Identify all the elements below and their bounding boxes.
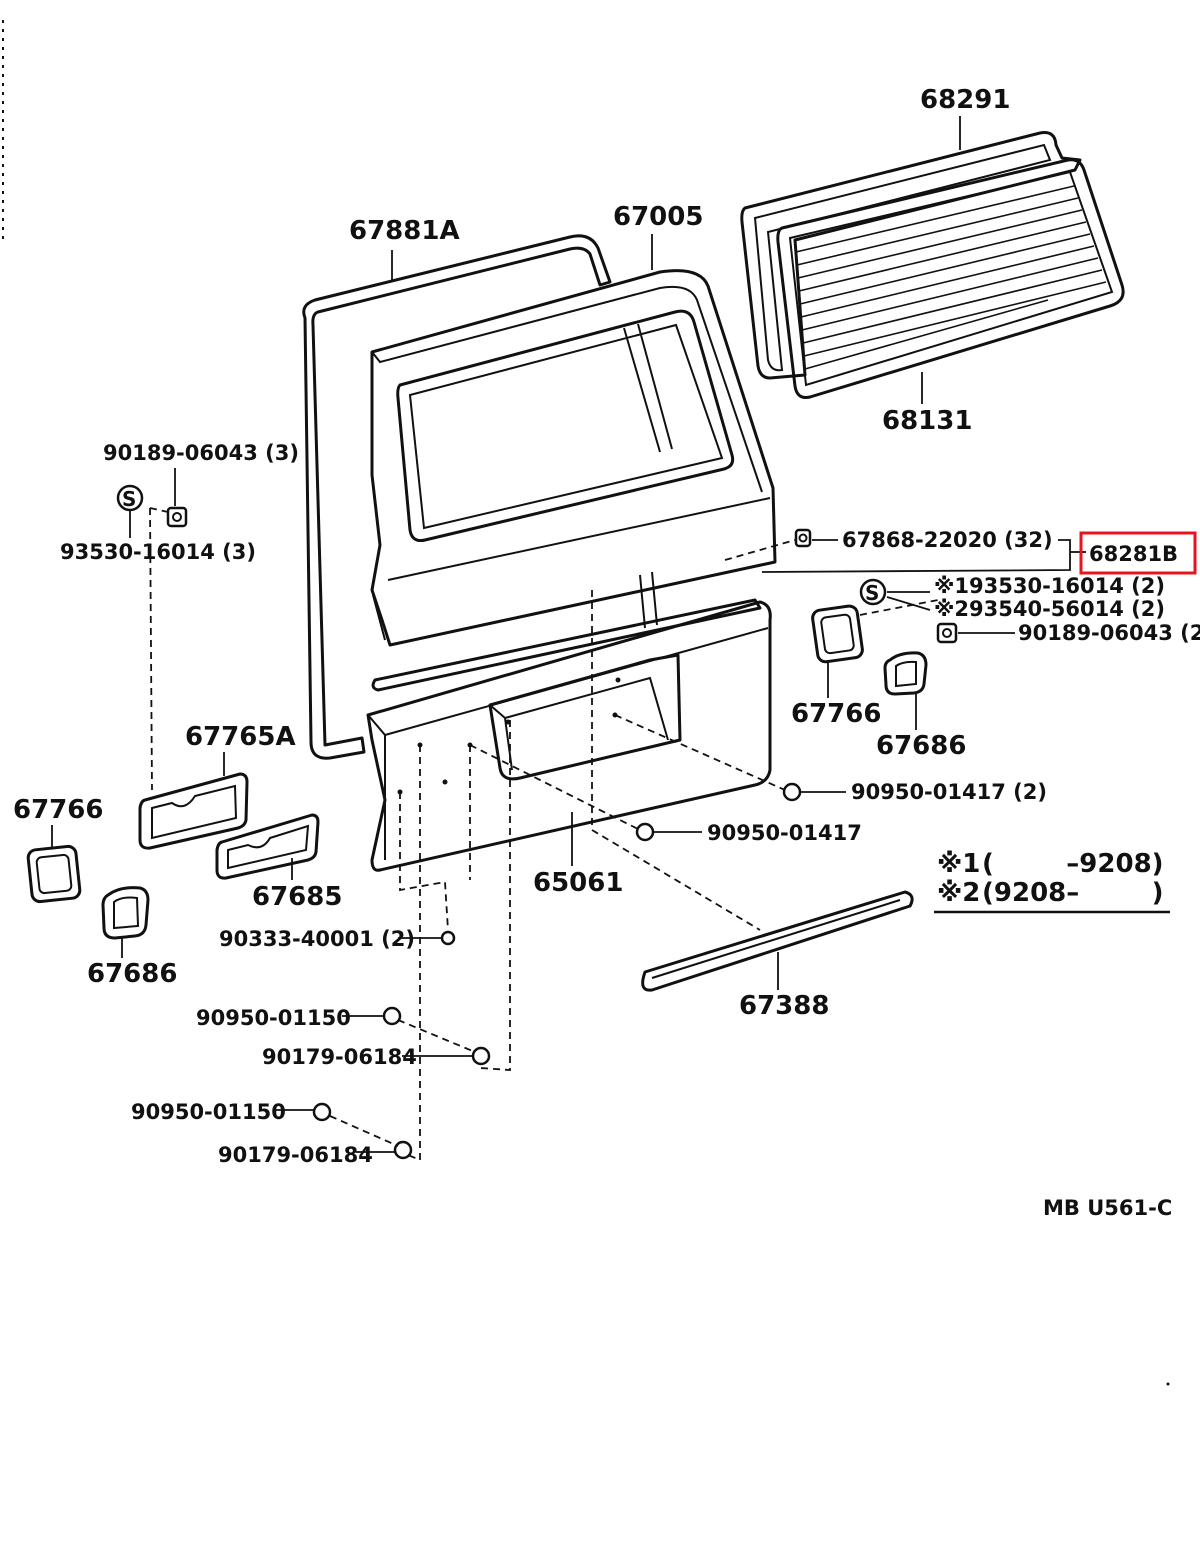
garnish-65061 <box>366 600 772 872</box>
door-moulding-strip <box>371 598 762 692</box>
label-67868-22020[interactable]: 67868-22020 (32) <box>842 528 1053 552</box>
label-68131[interactable]: 68131 <box>882 406 972 436</box>
weatherstrip-67881a <box>302 234 612 760</box>
defogger-lines <box>795 185 1107 370</box>
back-door-glass-68131 <box>776 158 1125 399</box>
label-90950-01150-a[interactable]: 90950-01150 <box>196 1006 351 1030</box>
label-67686-left[interactable]: 67686 <box>87 959 177 989</box>
production-date-legend: ※1 ( –9208) ※2 (9208– ) <box>934 849 1170 914</box>
svg-text:S: S <box>122 487 136 511</box>
label-67005[interactable]: 67005 <box>613 202 703 232</box>
clip-left-icon <box>166 506 188 528</box>
label-67685[interactable]: 67685 <box>252 882 342 912</box>
label-90950-01417[interactable]: 90950-01417 <box>707 821 862 845</box>
diagram-code: MB U561-C <box>1043 1196 1172 1220</box>
label-93530-16014-right[interactable]: ※193530-16014 (2) <box>934 574 1165 598</box>
label-90189-06043-left[interactable]: 90189-06043 (3) <box>103 441 299 465</box>
seal-67686-left <box>101 886 150 940</box>
seal-67766-left <box>26 844 82 904</box>
gasket-67685 <box>215 813 320 880</box>
label-90189-06043-right[interactable]: 90189-06043 (2) <box>1018 621 1200 645</box>
label-93540-56014-right[interactable]: ※293540-56014 (2) <box>934 597 1165 621</box>
legend-note1-range: ( –9208) <box>982 849 1164 879</box>
label-90179-06184-b[interactable]: 90179-06184 <box>218 1143 373 1167</box>
legend-note2-range: (9208– ) <box>982 878 1164 908</box>
label-90333-40001[interactable]: 90333-40001 (2) <box>219 927 415 951</box>
leader-lines <box>51 116 1086 1153</box>
stray-dot <box>1166 1382 1170 1386</box>
seal-67686-right <box>883 651 928 696</box>
label-67766-right[interactable]: 67766 <box>791 699 881 729</box>
label-67686-right[interactable]: 67686 <box>876 731 966 761</box>
label-68291[interactable]: 68291 <box>920 85 1010 115</box>
part-labels: 68291 67881A 67005 68131 90189-06043 (3)… <box>13 85 1200 1167</box>
legend-note2-mark: ※2 <box>937 878 980 908</box>
moulding-67388 <box>641 890 914 992</box>
label-67765a[interactable]: 67765A <box>185 722 296 752</box>
label-68281b[interactable]: 68281B <box>1089 542 1178 566</box>
back-door-67005 <box>370 269 777 647</box>
legend-note1-mark: ※1 <box>937 849 980 879</box>
assembly-lines <box>149 507 939 1162</box>
label-90950-01150-b[interactable]: 90950-01150 <box>131 1100 286 1124</box>
svg-text:S: S <box>865 581 879 605</box>
label-67766-left[interactable]: 67766 <box>13 795 103 825</box>
clip-right-icon <box>936 622 958 644</box>
label-67881a[interactable]: 67881A <box>349 216 460 246</box>
label-90179-06184-a[interactable]: 90179-06184 <box>262 1045 417 1069</box>
label-67388[interactable]: 67388 <box>739 991 829 1021</box>
label-65061[interactable]: 65061 <box>533 868 623 898</box>
glass-seal-68291 <box>740 131 1082 380</box>
screw-s-right-icon: S <box>859 578 887 606</box>
gasket-67765a <box>138 772 249 850</box>
clip-67868-icon <box>794 528 812 548</box>
screw-s-left-icon: S <box>116 484 144 512</box>
label-90950-01417-2[interactable]: 90950-01417 (2) <box>851 780 1047 804</box>
highlight-box <box>1079 531 1197 575</box>
seal-67766-right <box>811 604 864 664</box>
label-93530-16014-left[interactable]: 93530-16014 (3) <box>60 540 256 564</box>
